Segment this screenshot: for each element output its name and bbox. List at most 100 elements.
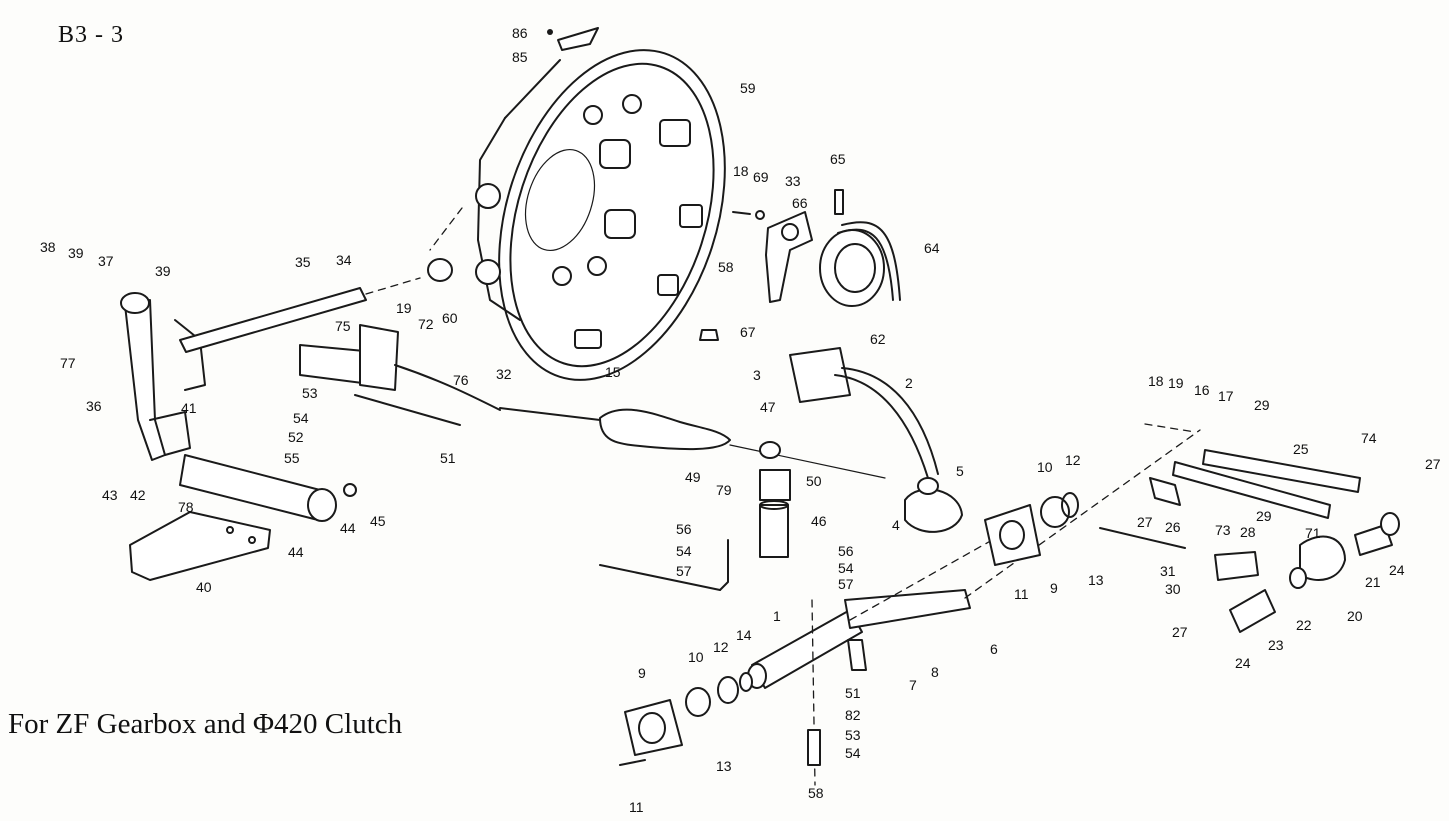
- callout-label: 28: [1240, 524, 1256, 540]
- callout-label: 58: [718, 259, 734, 275]
- callout-label: 54: [838, 560, 854, 576]
- callout-label: 56: [838, 543, 854, 559]
- callout-label: 7: [909, 677, 917, 693]
- callout-label: 85: [512, 49, 528, 65]
- callout-label: 12: [1065, 452, 1081, 468]
- callout-label: 66: [792, 195, 808, 211]
- callout-label: 39: [68, 245, 84, 261]
- callout-label: 79: [716, 482, 732, 498]
- callout-label: 3: [753, 367, 761, 383]
- callout-label: 32: [496, 366, 512, 382]
- clutch-housing: [429, 49, 726, 381]
- callout-label: 53: [302, 385, 318, 401]
- callout-label: 18: [1148, 373, 1164, 389]
- callout-label: 44: [340, 520, 356, 536]
- callout-label: 23: [1268, 637, 1284, 653]
- callout-label: 14: [736, 627, 752, 643]
- callout-label: 31: [1160, 563, 1176, 579]
- callout-label: 69: [753, 169, 769, 185]
- callout-label: 77: [60, 355, 76, 371]
- callout-label: 72: [418, 316, 434, 332]
- callout-label: 57: [676, 563, 692, 579]
- callout-label: 22: [1296, 617, 1312, 633]
- callout-label: 64: [924, 240, 940, 256]
- callout-label: 12: [713, 639, 729, 655]
- slave-cylinder-78: [179, 454, 357, 522]
- pedal-lever: [120, 292, 206, 461]
- callout-label: 27: [1172, 624, 1188, 640]
- yoke-assembly: [1214, 512, 1400, 633]
- linkage-rods: [1099, 423, 1361, 549]
- callout-label: 29: [1256, 508, 1272, 524]
- callout-label: 36: [86, 398, 102, 414]
- callout-label: 55: [284, 450, 300, 466]
- callout-label: 42: [130, 487, 146, 503]
- callout-label: 59: [740, 80, 756, 96]
- plate-85: [547, 27, 599, 51]
- callout-label: 86: [512, 25, 528, 41]
- callout-label: 27: [1425, 456, 1441, 472]
- callout-label: 76: [453, 372, 469, 388]
- callout-label: 15: [605, 364, 621, 380]
- callout-label: 50: [806, 473, 822, 489]
- callout-label: 35: [295, 254, 311, 270]
- callout-label: 38: [40, 239, 56, 255]
- release-fork: [732, 210, 813, 303]
- callout-label: 1: [773, 608, 781, 624]
- callout-label: 20: [1347, 608, 1363, 624]
- callout-label: 33: [785, 173, 801, 189]
- callout-label: 57: [838, 576, 854, 592]
- master-cylinder: [299, 324, 501, 426]
- shaft-34: [179, 258, 453, 353]
- callout-label: 67: [740, 324, 756, 340]
- callout-label: 71: [1305, 525, 1321, 541]
- callout-label: 65: [830, 151, 846, 167]
- callout-label: 73: [1215, 522, 1231, 538]
- callout-label: 10: [1037, 459, 1053, 475]
- callout-label: 51: [845, 685, 861, 701]
- callout-label: 46: [811, 513, 827, 529]
- callout-label: 17: [1218, 388, 1234, 404]
- callout-label: 9: [638, 665, 646, 681]
- cover-3: [789, 347, 939, 479]
- callout-label: 6: [990, 641, 998, 657]
- callout-label: 8: [931, 664, 939, 680]
- callout-label: 78: [178, 499, 194, 515]
- hydraulic-line: [499, 407, 886, 479]
- callout-label: 11: [1014, 586, 1029, 602]
- reservoir: [759, 441, 791, 558]
- callout-label: 47: [760, 399, 776, 415]
- callout-label: 29: [1254, 397, 1270, 413]
- callout-label: 27: [1137, 514, 1153, 530]
- callout-label: 2: [905, 375, 913, 391]
- callout-label: 4: [892, 517, 900, 533]
- callout-label: 40: [196, 579, 212, 595]
- part-67: [699, 329, 719, 341]
- lower-rod: [599, 539, 821, 786]
- bracket-40: [129, 511, 271, 581]
- callout-label: 11: [629, 799, 644, 815]
- bearing-plate-upper: [984, 492, 1079, 566]
- callout-label: 75: [335, 318, 351, 334]
- callout-label: 43: [102, 487, 118, 503]
- callout-label: 60: [442, 310, 458, 326]
- callout-label: 19: [1168, 375, 1184, 391]
- callout-label: 51: [440, 450, 456, 466]
- callout-label: 5: [956, 463, 964, 479]
- callout-label: 9: [1050, 580, 1058, 596]
- callout-label: 13: [716, 758, 732, 774]
- callout-label: 44: [288, 544, 304, 560]
- callout-label: 39: [155, 263, 171, 279]
- callout-label: 30: [1165, 581, 1181, 597]
- callout-label: 26: [1165, 519, 1181, 535]
- callout-label: 56: [676, 521, 692, 537]
- callout-label: 58: [808, 785, 824, 801]
- bearing-plate-lower: [619, 672, 753, 766]
- callout-label: 13: [1088, 572, 1104, 588]
- callout-label: 54: [293, 410, 309, 426]
- page-title: B3 - 3: [58, 22, 124, 48]
- callout-label: 10: [688, 649, 704, 665]
